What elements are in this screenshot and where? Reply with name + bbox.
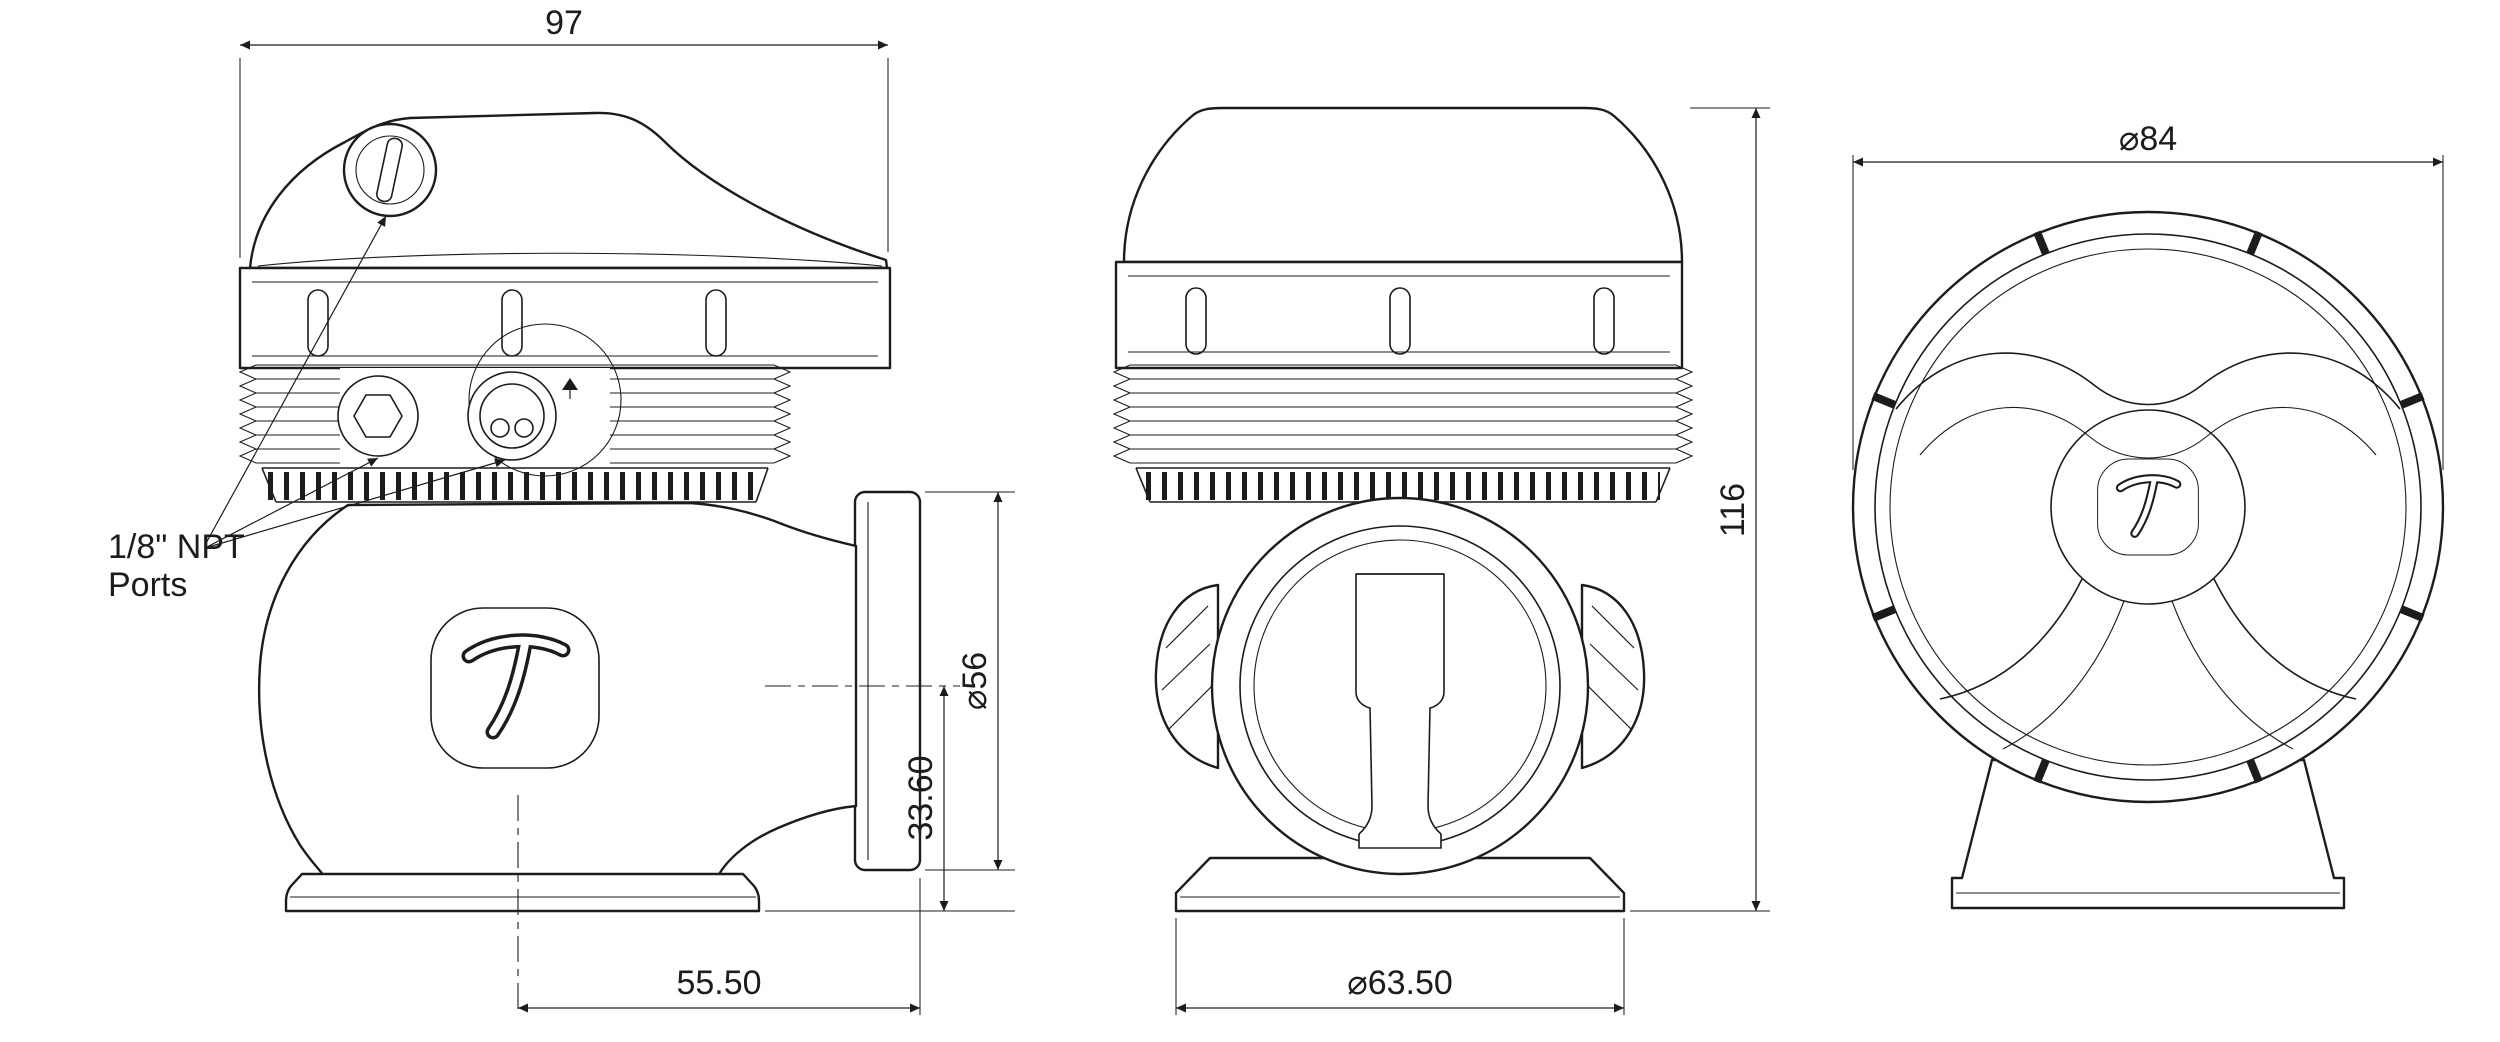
leader-to-port-1 bbox=[204, 457, 379, 549]
npt-port-open bbox=[467, 371, 557, 461]
fin-edge-left bbox=[238, 364, 258, 464]
npt-label-line1: 1/8" NPT bbox=[108, 528, 245, 566]
band-outline bbox=[1114, 260, 1684, 370]
base-flange bbox=[284, 872, 761, 913]
actuator-cap-front bbox=[1122, 106, 1684, 264]
lug-left bbox=[1154, 583, 1220, 770]
cap-rim-line bbox=[1889, 248, 2407, 766]
side-view bbox=[238, 111, 960, 1015]
vband-flange bbox=[261, 467, 769, 503]
dim-overall-height: 116 bbox=[1630, 107, 1770, 912]
npt-ports bbox=[337, 323, 622, 477]
top-port-boss bbox=[342, 122, 438, 218]
dim-base-diameter-value: ⌀63.50 bbox=[1347, 964, 1453, 1002]
band-slot bbox=[1593, 287, 1615, 355]
port-hole bbox=[514, 418, 534, 438]
vband-segments bbox=[1871, 230, 2425, 784]
dim-centerline-to-flange-value: 55.50 bbox=[676, 964, 761, 1002]
face-view bbox=[1851, 210, 2445, 910]
cap-outline bbox=[1122, 106, 1684, 264]
dim-cap-diameter-value: ⌀84 bbox=[2119, 120, 2177, 158]
npt-port-plug bbox=[337, 375, 419, 457]
fin-edge-right bbox=[1674, 364, 1694, 464]
cap-inner-ring bbox=[1874, 233, 2422, 781]
band-slot bbox=[1185, 287, 1207, 355]
front-view bbox=[1112, 106, 1694, 913]
band-slot bbox=[705, 289, 727, 357]
top-port-inner bbox=[355, 135, 425, 205]
port-hole bbox=[490, 418, 510, 438]
dim-cap-width-value: 97 bbox=[545, 4, 583, 42]
clamp-band bbox=[238, 266, 892, 370]
fin-edge-left bbox=[1112, 364, 1132, 464]
turbosmart-logo bbox=[431, 608, 599, 768]
turbosmart-logo bbox=[2098, 459, 2199, 555]
lug-right bbox=[1580, 583, 1646, 770]
port-marker-icon bbox=[562, 378, 578, 390]
heat-sink-fins-front bbox=[1112, 364, 1694, 464]
base-flange-front bbox=[1174, 856, 1626, 913]
clamp-lugs bbox=[1154, 583, 1646, 770]
centerlines bbox=[517, 685, 960, 1015]
clamp-band-front bbox=[1114, 260, 1684, 370]
band-slot bbox=[501, 289, 523, 357]
valve-housing-front bbox=[1210, 496, 1590, 876]
cap-spokes bbox=[1895, 352, 2401, 750]
valve-stem bbox=[1355, 573, 1445, 849]
dimensions: 97 ⌀56 33.60 55.50 116 ⌀ bbox=[108, 4, 2444, 1015]
cap-outline bbox=[248, 111, 889, 270]
dim-cap-diameter: ⌀84 bbox=[1852, 120, 2444, 470]
dim-outlet-flange-diameter: ⌀56 bbox=[925, 491, 1015, 871]
dim-centerline-to-base-value: 33.60 bbox=[902, 755, 940, 840]
dim-base-diameter: ⌀63.50 bbox=[1175, 918, 1625, 1015]
npt-label-line2: Ports bbox=[108, 566, 187, 604]
dim-centerline-to-flange-face: 55.50 bbox=[518, 878, 921, 1015]
base-outline bbox=[1174, 856, 1626, 913]
leader-to-top-port bbox=[204, 215, 387, 546]
cap-face bbox=[1851, 210, 2445, 804]
base-outline bbox=[1950, 758, 2346, 910]
base-flange-face bbox=[1950, 758, 2346, 910]
dim-cap-width: 97 bbox=[239, 4, 889, 258]
top-port-slot bbox=[376, 137, 403, 203]
cap-lower-edge bbox=[257, 252, 883, 267]
fin-edge-right bbox=[772, 364, 792, 464]
band-slot bbox=[307, 289, 329, 357]
band-outline bbox=[238, 266, 892, 370]
band-slot bbox=[1389, 287, 1411, 355]
dim-overall-height-value: 116 bbox=[1714, 483, 1752, 537]
leader-to-port-2 bbox=[204, 458, 506, 549]
valve-body bbox=[257, 490, 922, 913]
dim-centerline-to-base: 33.60 bbox=[765, 686, 1015, 912]
npt-ports-label: 1/8" NPT Ports bbox=[108, 215, 506, 604]
cap-hub bbox=[2050, 409, 2246, 605]
dim-outlet-flange-value: ⌀56 bbox=[956, 652, 994, 710]
plug-hex bbox=[353, 394, 403, 438]
actuator-cap bbox=[248, 111, 889, 270]
npt-port-bore bbox=[479, 383, 545, 449]
